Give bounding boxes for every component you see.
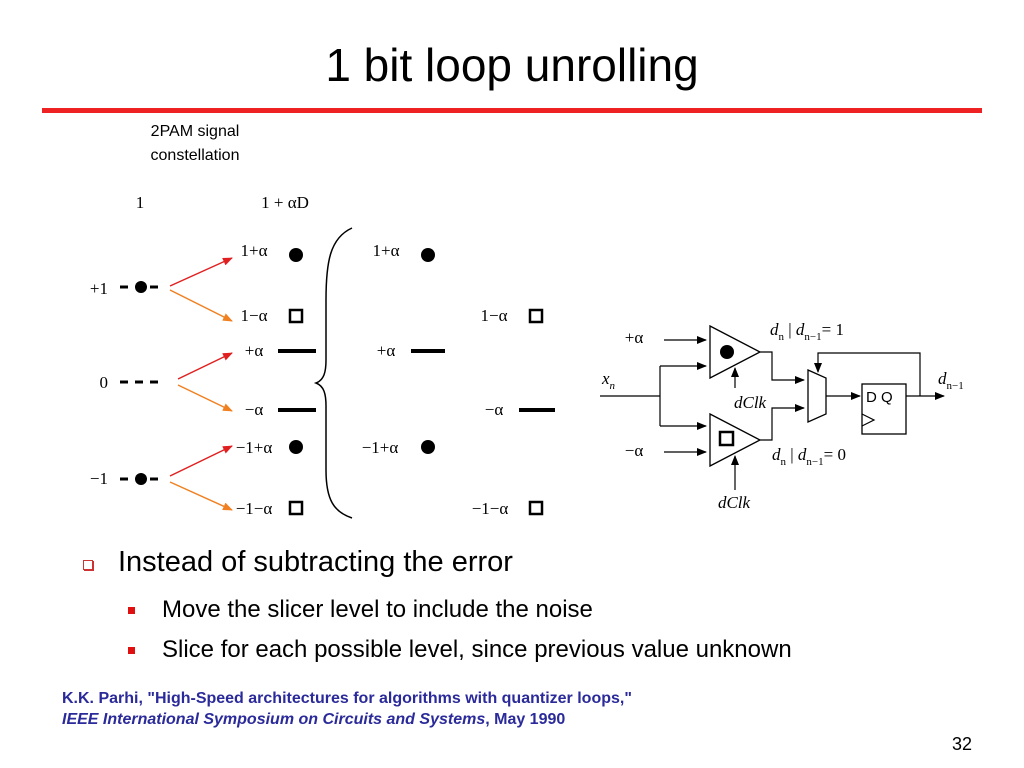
arrow-0-up [177, 352, 233, 380]
col1-square-2 [288, 500, 304, 516]
reference-citation: K.K. Parhi, "High-Speed architectures fo… [62, 688, 632, 730]
col2-filled-dot-1 [421, 248, 435, 262]
col1-filled-dot-1 [289, 248, 303, 262]
col2-level-2: 1−α [481, 306, 508, 325]
col2-square-2 [528, 500, 544, 516]
col2-filled-dot-2 [421, 440, 435, 454]
threshold-plus-alpha: +α [625, 328, 644, 347]
ff-pins-label: D Q [866, 389, 893, 406]
wire-slicer-top-out [760, 351, 805, 384]
col2-bar-1 [411, 349, 445, 353]
condition-bottom: dn | dn−1= 0 [772, 445, 846, 468]
col2-level-4: −α [485, 400, 504, 419]
page-number: 32 [951, 734, 972, 754]
input-marker-minus1 [120, 473, 158, 485]
slicer-top-dot-icon [720, 345, 734, 359]
input-level-minus1: −1 [90, 469, 108, 488]
mux [807, 368, 827, 424]
reference-line-1: K.K. Parhi, "High-Speed architectures fo… [62, 690, 632, 707]
wire-slicer-bottom-out [760, 404, 805, 441]
arrow-plus1-down [169, 289, 233, 322]
clk-label-top: dClk [734, 393, 767, 412]
col1-level-5: −1+α [236, 438, 273, 457]
column-header-2: 1 + αD [261, 193, 309, 212]
unrolled-slicer-circuit: +α −α xn dClk dClk D Q dn−1 [600, 320, 964, 512]
slicer-top [709, 324, 762, 380]
col2-level-6: −1−α [472, 499, 509, 518]
d-flip-flop [861, 383, 907, 435]
col1-level-6: −1−α [236, 499, 273, 518]
arrow-0-down [177, 384, 233, 412]
col1-level-4: −α [245, 400, 264, 419]
red-square-bullet-icon [128, 647, 135, 654]
col1-square-1 [288, 308, 304, 324]
input-xn: xn [601, 369, 616, 392]
input-level-plus1: +1 [90, 279, 108, 298]
caption-line-2: constellation [151, 147, 240, 164]
condition-top: dn | dn−1= 1 [770, 320, 844, 343]
clk-label-bottom: dClk [718, 493, 751, 512]
caption-line-1: 2PAM signal [151, 123, 240, 140]
col2-bar-2 [519, 408, 555, 412]
hollow-square-bullet-icon [83, 560, 93, 570]
brace [313, 227, 353, 519]
output-label: dn−1 [938, 369, 964, 392]
arrow-plus1-up [169, 257, 233, 287]
col2-level-5: −1+α [362, 438, 399, 457]
col2-level-1: 1+α [373, 241, 400, 260]
col2-level-3: +α [377, 341, 396, 360]
loop-unrolling-diagram: 2PAM signal constellation 1 1 + αD +1 0 … [90, 123, 964, 519]
reference-line-2: IEEE International Symposium on Circuits… [62, 711, 566, 728]
arrow-minus1-down [169, 481, 233, 511]
col1-bar-2 [278, 408, 316, 412]
title-underline [42, 108, 982, 113]
col1-bar-1 [278, 349, 316, 353]
col1-filled-dot-2 [289, 440, 303, 454]
threshold-minus-alpha: −α [625, 441, 644, 460]
red-square-bullet-icon [128, 607, 135, 614]
wire-feedback [814, 352, 921, 396]
slicer-bottom [709, 412, 762, 468]
input-level-0: 0 [100, 373, 109, 392]
col2-square-1 [528, 308, 544, 324]
arrow-minus1-up [169, 445, 233, 477]
slide-title: 1 bit loop unrolling [325, 39, 699, 91]
input-marker-plus1 [120, 281, 158, 293]
slicer-bottom-square-icon [718, 430, 735, 447]
col1-level-2: 1−α [241, 306, 268, 325]
column-header-1: 1 [136, 193, 145, 212]
col1-level-3: +α [245, 341, 264, 360]
ff-clock-glyph [861, 413, 876, 427]
col1-level-1: 1+α [241, 241, 268, 260]
